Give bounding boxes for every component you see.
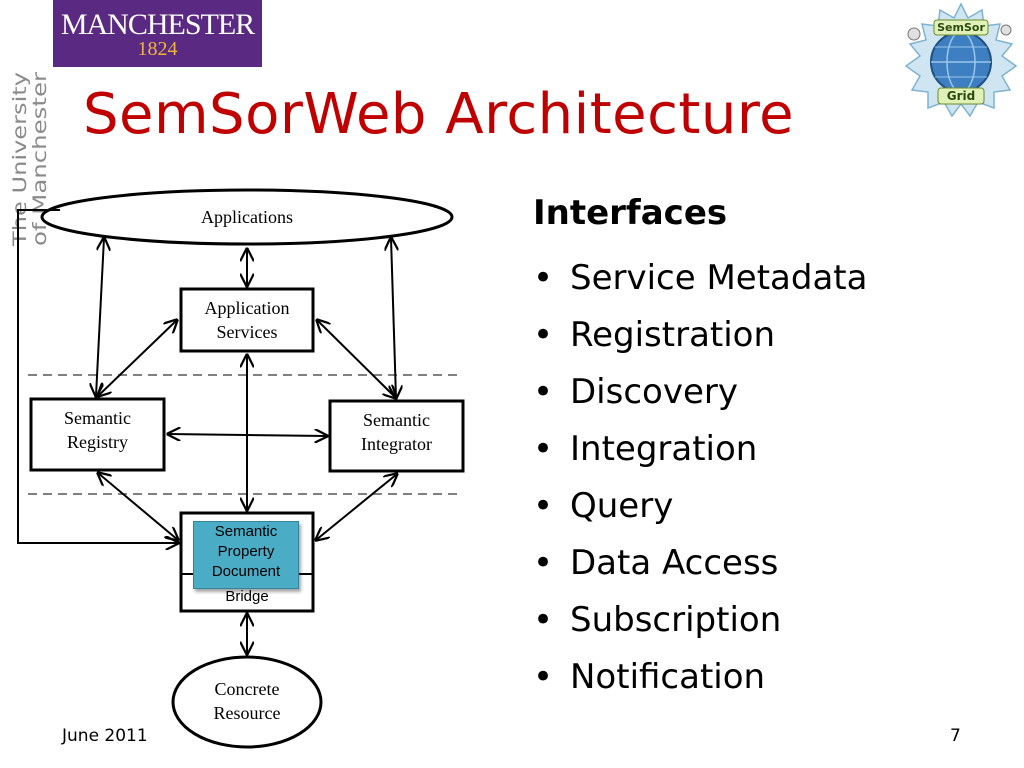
bullet-mark: • — [533, 315, 554, 355]
concrete-resource-ellipse — [171, 655, 323, 749]
list-item: • Notification — [533, 649, 867, 706]
side-logo-line2: of Manchester — [29, 72, 48, 246]
spd-line3: Document — [211, 563, 281, 580]
list-item: • Data Access — [533, 535, 867, 592]
concrete-resource-label: Concrete Resource — [173, 677, 321, 725]
spd-line2: Property — [217, 543, 275, 560]
architecture-diagram — [17, 188, 465, 749]
concrete-resource-line1: Concrete — [214, 679, 280, 699]
university-logo: MANCHESTER 1824 — [53, 0, 262, 67]
arrow-apps-bypass-to-bridge — [17, 209, 178, 543]
application-services-box — [179, 287, 315, 353]
list-item: • Subscription — [533, 592, 867, 649]
university-side-logo: The University of Manchester — [9, 72, 48, 247]
list-item-text: Data Access — [570, 543, 779, 583]
semantic-registry-label: Semantic Registry — [31, 406, 164, 454]
page-number: 7 — [950, 726, 961, 746]
list-item-text: Registration — [570, 315, 776, 355]
side-logo-line1: The University — [9, 72, 31, 247]
list-item: • Query — [533, 478, 867, 535]
bullet-mark: • — [533, 600, 554, 640]
semsorgrid-logo-top: SemSor — [937, 21, 985, 34]
bullet-mark: • — [533, 429, 554, 469]
interfaces-list: • Service Metadata • Registration • Discove… — [533, 250, 867, 706]
list-item-text: Query — [570, 486, 674, 526]
application-services-line1: Application — [204, 298, 290, 318]
semantic-registry-line1: Semantic — [64, 408, 131, 428]
list-item: • Integration — [533, 421, 867, 478]
arrow-services-to-registry — [98, 320, 177, 396]
list-item-text: Subscription — [570, 600, 782, 640]
logo-year: 1824 — [137, 38, 178, 60]
application-services-label: Application Services — [181, 296, 313, 344]
arrow-services-to-integrator — [317, 320, 396, 398]
logo-name: MANCHESTER — [60, 8, 255, 41]
list-item: • Registration — [533, 307, 867, 364]
list-item-text: Service Metadata — [570, 258, 868, 298]
arrow-registry-to-bridge — [98, 473, 178, 540]
bullet-mark: • — [533, 258, 554, 298]
arrow-apps-to-registry — [96, 238, 104, 396]
footer-date: June 2011 — [62, 726, 148, 746]
list-item-text: Discovery — [570, 372, 738, 412]
applications-ellipse — [40, 188, 454, 246]
semsorgrid-logo-bottom: Grid — [947, 89, 975, 103]
bullet-mark: • — [533, 657, 554, 697]
semantic-integrator-label: Semantic Integrator — [330, 408, 463, 456]
semantic-registry-line2: Registry — [67, 432, 128, 452]
semsorgrid-logo: SemSor Grid — [904, 2, 1018, 118]
bridge-label: Bridge — [225, 588, 269, 605]
list-item-text: Notification — [570, 657, 766, 697]
semantic-registry-box — [29, 397, 166, 472]
page-title: SemSorWeb Architecture — [83, 82, 795, 147]
interfaces-heading: Interfaces — [533, 193, 728, 233]
concrete-resource-line2: Resource — [213, 703, 281, 723]
semantic-integrator-box — [328, 399, 465, 473]
application-services-line2: Services — [216, 322, 278, 342]
spd-line1: Semantic — [214, 523, 278, 540]
bullet-mark: • — [533, 372, 554, 412]
semantic-integrator-line1: Semantic — [363, 410, 430, 430]
list-item-text: Integration — [570, 429, 758, 469]
list-item: • Discovery — [533, 364, 867, 421]
arrow-integrator-to-bridge — [316, 474, 397, 540]
applications-label: Applications — [201, 207, 293, 227]
bullet-mark: • — [533, 486, 554, 526]
list-item: • Service Metadata — [533, 250, 867, 307]
semantic-integrator-line2: Integrator — [361, 434, 432, 454]
semantic-property-document-note: Semantic Property Document — [193, 521, 299, 589]
bullet-mark: • — [533, 543, 554, 583]
